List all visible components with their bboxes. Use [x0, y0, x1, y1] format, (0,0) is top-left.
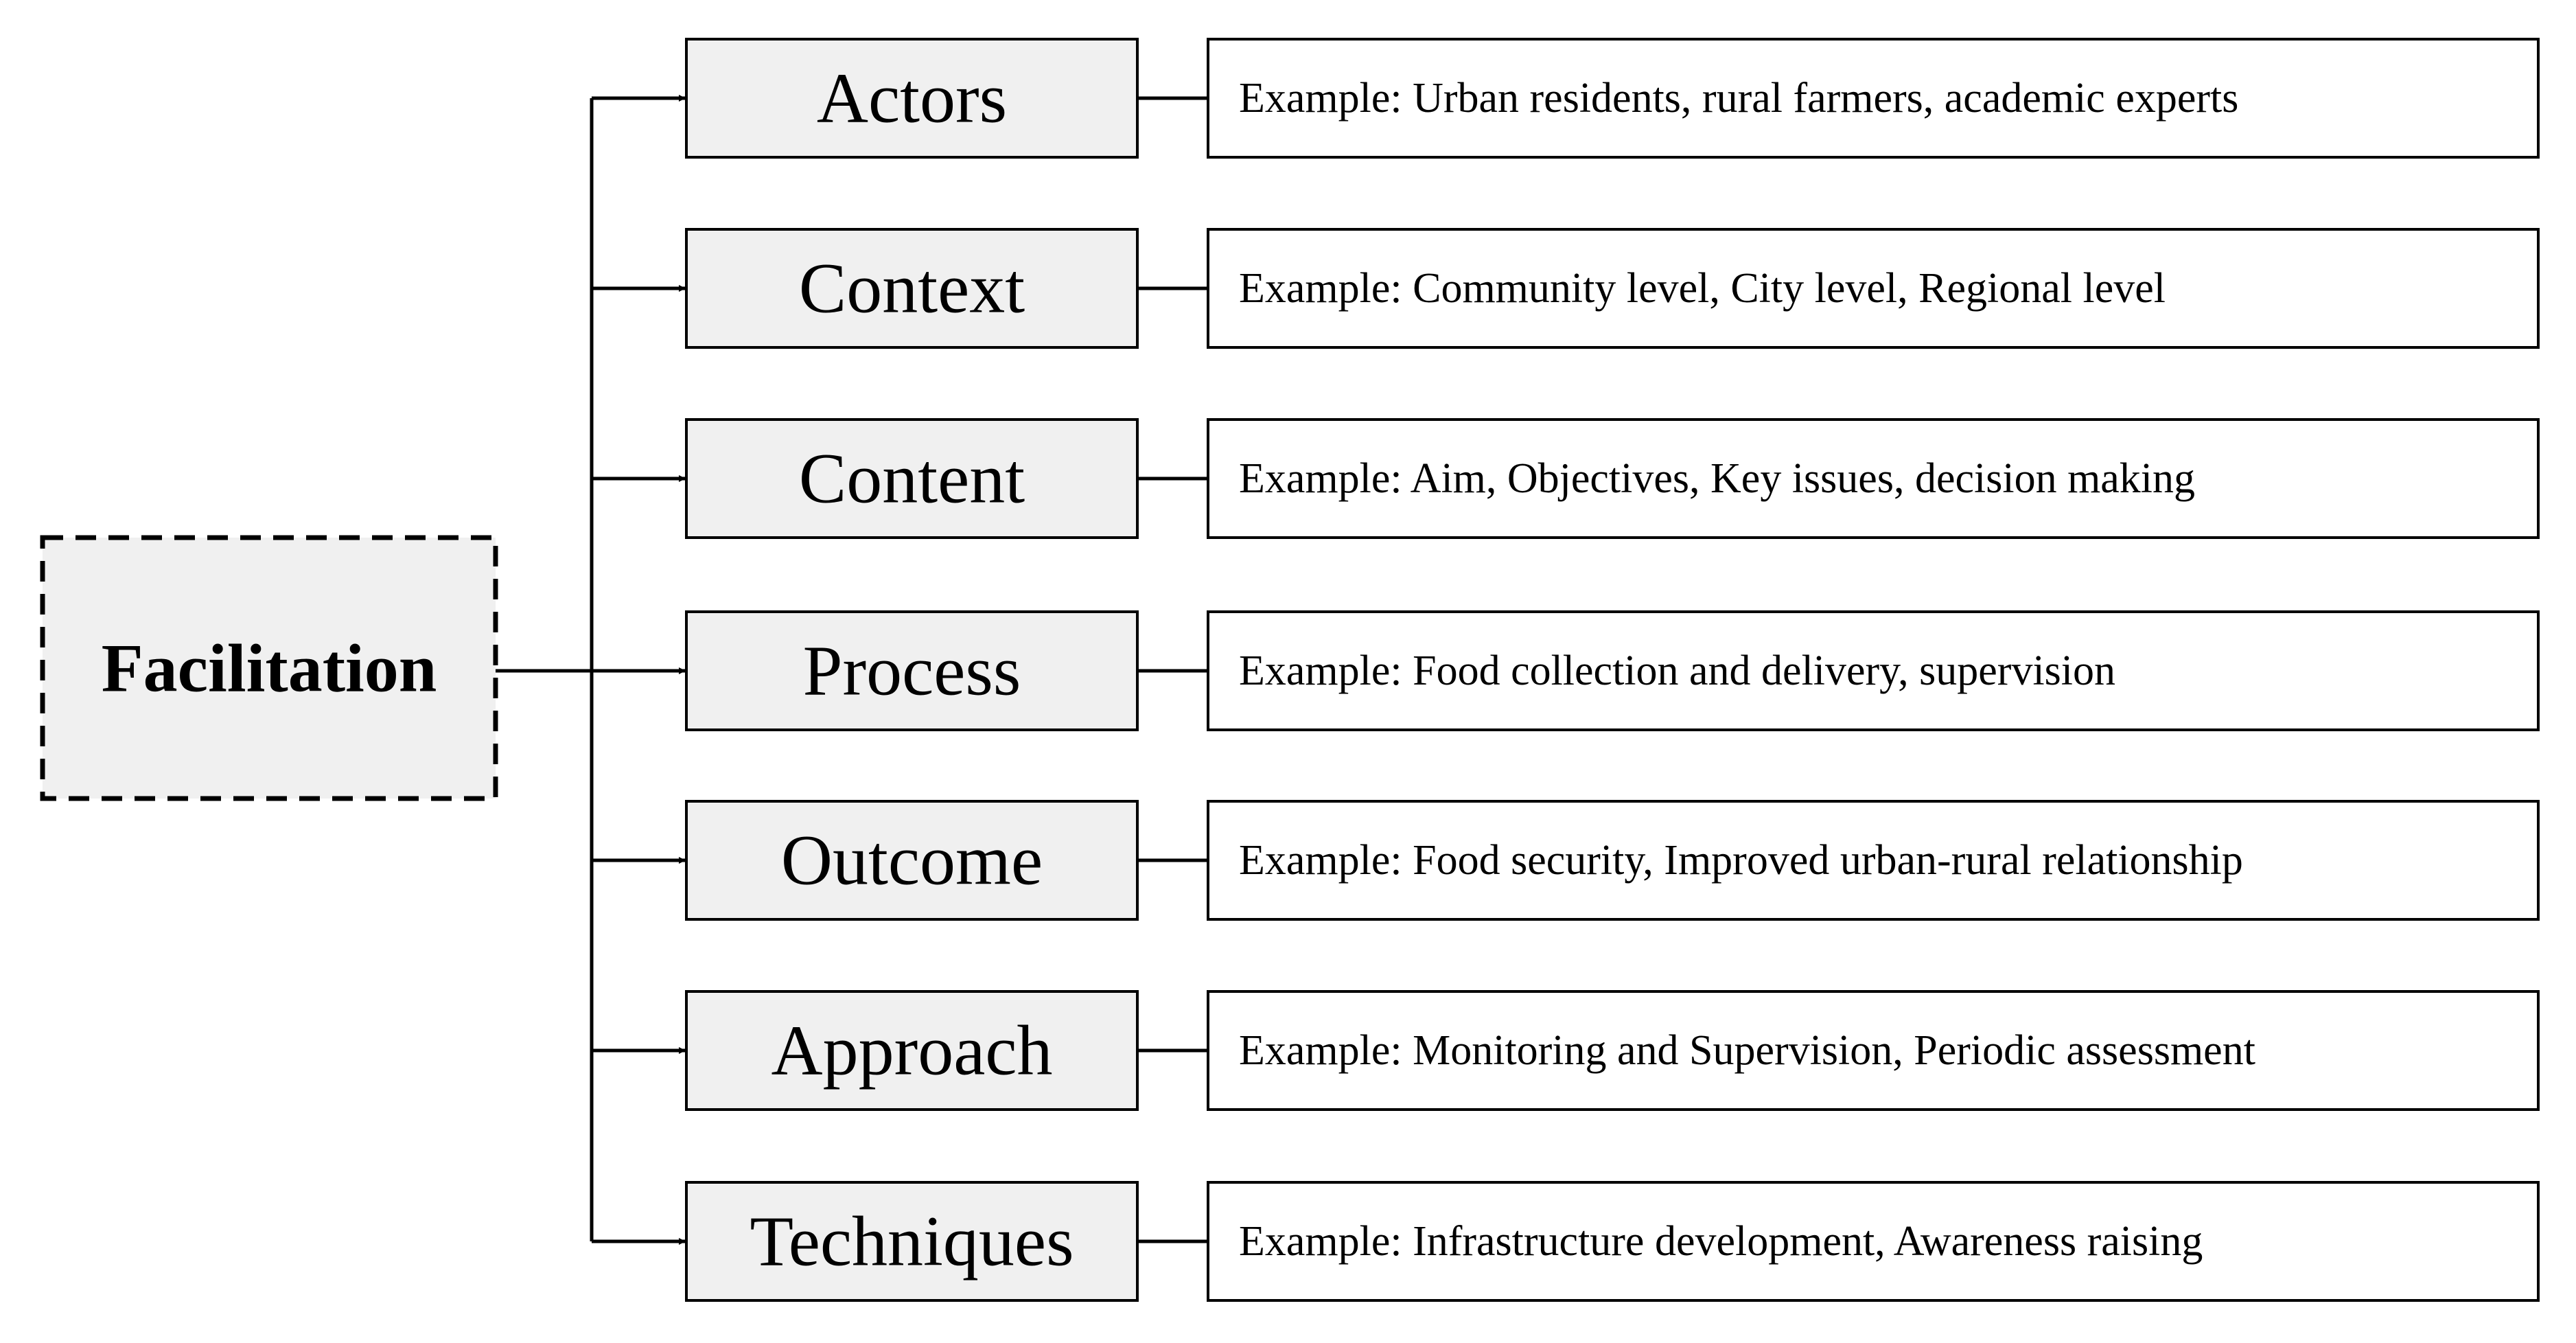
example-box-approach: [1207, 990, 2540, 1111]
row-techniques: Techniques Example: Infrastructure develo…: [592, 1181, 2540, 1302]
category-label-context: Context: [799, 249, 1025, 328]
row-context: Context Example: Community level, City le…: [592, 228, 2540, 349]
row-outcome: Outcome Example: Food security, Improved …: [592, 800, 2540, 921]
example-text-context: Example: Community level, City level, Re…: [1239, 265, 2166, 312]
category-box-process: [685, 610, 1139, 731]
category-box-approach: [685, 990, 1139, 1111]
example-box-actors: [1207, 38, 2540, 159]
example-box-content: [1207, 418, 2540, 539]
row-actors: Actors Example: Urban residents, rural fa…: [592, 38, 2540, 159]
category-box-context: [685, 228, 1139, 349]
example-text-content: Example: Aim, Objectives, Key issues, de…: [1239, 455, 2195, 502]
root-label: Facilitation: [102, 630, 437, 707]
connectors: [496, 98, 594, 1241]
row-approach: Approach Example: Monitoring and Supervis…: [592, 990, 2540, 1111]
root-box: [40, 535, 498, 801]
root-node: Facilitation: [40, 535, 498, 801]
category-box-techniques: [685, 1181, 1139, 1302]
example-text-actors: Example: Urban residents, rural farmers,…: [1239, 75, 2238, 122]
category-label-techniques: Techniques: [750, 1202, 1074, 1281]
example-box-context: [1207, 228, 2540, 349]
example-box-process: [1207, 610, 2540, 731]
example-text-approach: Example: Monitoring and Supervision, Per…: [1239, 1027, 2255, 1074]
example-box-techniques: [1207, 1181, 2540, 1302]
example-text-process: Example: Food collection and delivery, s…: [1239, 647, 2115, 694]
category-label-outcome: Outcome: [781, 821, 1043, 900]
category-label-process: Process: [803, 632, 1021, 711]
example-box-outcome: [1207, 800, 2540, 921]
category-label-actors: Actors: [817, 59, 1007, 138]
row-process: Process Example: Food collection and deli…: [592, 610, 2540, 731]
example-text-techniques: Example: Infrastructure development, Awa…: [1239, 1218, 2203, 1265]
example-text-outcome: Example: Food security, Improved urban-r…: [1239, 837, 2243, 884]
category-rows: Actors Example: Urban residents, rural fa…: [592, 38, 2540, 1302]
row-content: Content Example: Aim, Objectives, Key iss…: [592, 418, 2540, 539]
category-box-outcome: [685, 800, 1139, 921]
category-label-approach: Approach: [771, 1011, 1052, 1090]
category-label-content: Content: [799, 439, 1025, 518]
category-box-content: [685, 418, 1139, 539]
